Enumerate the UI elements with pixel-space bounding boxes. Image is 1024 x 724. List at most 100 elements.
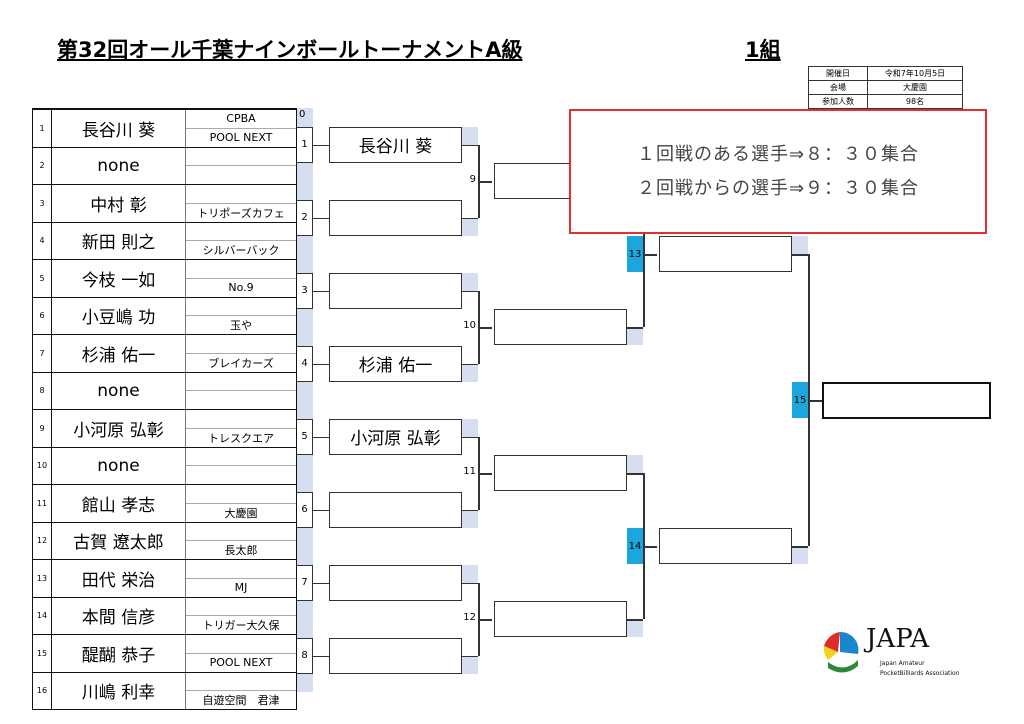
connector-line: [792, 546, 808, 548]
info-label: 開催日: [808, 66, 868, 81]
connector-line: [462, 582, 478, 584]
club-top: [186, 560, 296, 579]
notice-box: １回戦のある選手⇒８：３０集合 ２回戦からの選手⇒９：３０集合: [569, 109, 987, 234]
connector-line: [792, 254, 808, 256]
player-club: [186, 448, 296, 485]
logo-subtitle-1: Japan Amateur: [880, 660, 925, 667]
club-top: [186, 298, 296, 317]
club-bottom: 自遊空間 君津: [202, 694, 280, 708]
club-top: [186, 635, 296, 654]
japa-logo: JAPA Japan Amateur PocketBilliards Assoc…: [818, 624, 988, 684]
connector-line: [313, 509, 329, 511]
player-name: 醍醐 恭子: [52, 635, 186, 672]
match-number-label: 9: [469, 174, 476, 185]
player-club: [186, 148, 296, 185]
player-name: 新田 則之: [52, 222, 186, 259]
connector-line: [313, 290, 329, 292]
club-top: [186, 523, 296, 542]
connector-line: [462, 363, 478, 365]
player-name: 長谷川 葵: [52, 110, 186, 147]
champion-slot: [822, 382, 991, 419]
club-top: [186, 335, 296, 354]
player-club: シルバーバック: [186, 223, 296, 260]
connector-line: [627, 327, 643, 329]
connector-line: [643, 254, 657, 256]
connector-line: [462, 144, 478, 146]
player-number: 10: [33, 447, 52, 484]
japa-logo-icon: [823, 631, 859, 673]
club-bottom: トレスクエア: [208, 431, 274, 445]
connector-line: [313, 655, 329, 657]
info-value: 令和7年10月5日: [867, 66, 963, 81]
match-number-box: 7: [297, 564, 313, 601]
match-number-box: 13: [627, 236, 643, 272]
club-bottom: トリポーズカフェ: [197, 206, 285, 220]
match-number-box: 1: [297, 126, 313, 163]
club-bottom: ブレイカーズ: [208, 356, 274, 370]
player-club: トレスクエア: [186, 410, 296, 447]
round2-strip: [462, 363, 478, 382]
connector-line: [478, 473, 492, 475]
player-club: No.9: [186, 260, 296, 297]
bracket-slot: [659, 528, 792, 564]
info-row: 開催日令和7年10月5日: [808, 66, 963, 81]
match-0-label: 0: [299, 109, 306, 120]
match-number-label: 12: [463, 612, 476, 623]
match-number-box: 5: [297, 418, 313, 455]
club-top: [186, 448, 296, 467]
group-label: 1組: [745, 38, 781, 62]
match-number-box: 6: [297, 491, 313, 528]
info-label: 参加人数: [808, 94, 868, 109]
player-number: 8: [33, 372, 52, 409]
info-label: 会場: [808, 80, 868, 95]
match-number-box: 2: [297, 199, 313, 236]
notice-line-1: １回戦のある選手⇒８：３０集合: [636, 143, 920, 165]
round2-slot: [329, 564, 462, 601]
round2-slot: 長谷川 葵: [329, 126, 462, 163]
player-name: 田代 栄治: [52, 560, 186, 597]
club-bottom: [186, 391, 296, 409]
match-number-box: 15: [792, 382, 808, 418]
player-club: 玉や: [186, 298, 296, 335]
connector-line: [313, 582, 329, 584]
player-name: 川嶋 利幸: [52, 672, 186, 709]
club-top: [186, 148, 296, 167]
player-club: 自遊空間 君津: [186, 673, 296, 710]
club-bottom: No.9: [228, 281, 254, 295]
round-strip: [792, 546, 808, 564]
player-club: トリポーズカフェ: [186, 185, 296, 222]
player-name: none: [52, 147, 186, 184]
player-club: 長太郎: [186, 523, 296, 560]
club-top: [186, 485, 296, 504]
player-name: 中村 彰: [52, 185, 186, 222]
club-top: [186, 185, 296, 204]
connector-line: [313, 144, 329, 146]
connector-line: [313, 436, 329, 438]
player-name: 杉浦 佑一: [52, 335, 186, 372]
player-number: 16: [33, 672, 52, 709]
player-number: 4: [33, 222, 52, 259]
player-name: 小豆嶋 功: [52, 297, 186, 334]
club-top: [186, 410, 296, 429]
player-number: 12: [33, 522, 52, 559]
club-bottom: シルバーバック: [202, 244, 280, 258]
connector-line: [462, 655, 478, 657]
connector-line: [313, 217, 329, 219]
club-bottom: [186, 166, 296, 184]
player-number: 13: [33, 560, 52, 597]
player-name: none: [52, 372, 186, 409]
club-bottom: [186, 466, 296, 484]
match-number-box: 14: [627, 528, 643, 564]
club-bottom: 玉や: [230, 319, 252, 333]
player-number: 1: [33, 110, 52, 147]
club-top: [186, 260, 296, 279]
connector-line: [462, 217, 478, 219]
